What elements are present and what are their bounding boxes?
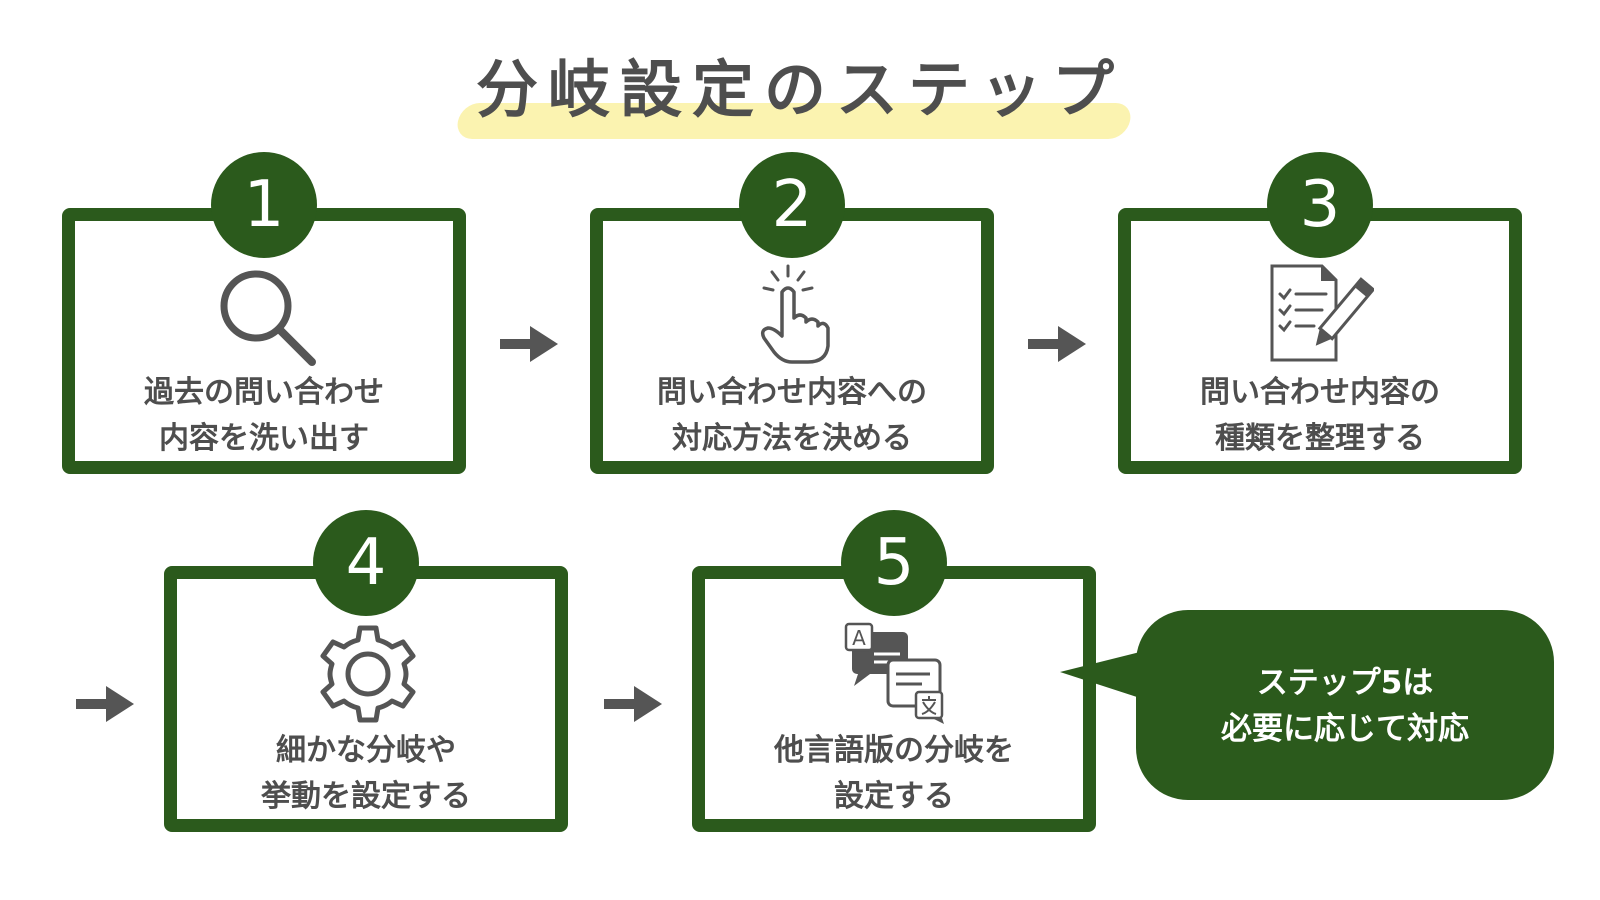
step-1-label-line-2: 内容を洗い出す [159, 421, 369, 456]
note-text: ステップ5は 必要に応じて対応 [1136, 660, 1554, 752]
step-1-label-line-1: 過去の問い合わせ [144, 375, 384, 410]
step-4-badge: 4 [313, 510, 419, 616]
step-3-label: 問い合わせ内容の 種類を整理する [1120, 370, 1520, 462]
step-5-label-line-1: 他言語版の分岐を [774, 733, 1014, 768]
step-2-badge: 2 [739, 152, 845, 258]
arrow-2-to-3 [1028, 326, 1086, 362]
step-2-label: 問い合わせ内容への 対応方法を決める [592, 370, 992, 462]
step-5-label: 他言語版の分岐を 設定する [694, 728, 1094, 820]
diagram-title: 分岐設定のステップ [475, 53, 1124, 126]
magnifier-icon [220, 270, 316, 366]
pointing-hand-icon [760, 264, 830, 364]
gear-icon [320, 625, 416, 723]
svg-text:A: A [852, 626, 866, 650]
step-3-label-line-2: 種類を整理する [1215, 421, 1425, 456]
note-line-2: 必要に応じて対応 [1221, 711, 1469, 747]
step-3-badge: 3 [1267, 152, 1373, 258]
step-4-label: 細かな分岐や 挙動を設定する [166, 728, 566, 820]
step-1-label: 過去の問い合わせ 内容を洗い出す [64, 370, 464, 462]
step-5-badge: 5 [841, 510, 947, 616]
step-4-label-line-1: 細かな分岐や [276, 733, 456, 768]
arrow-3-to-4 [76, 686, 134, 722]
step-5-label-line-2: 設定する [834, 779, 954, 814]
step-3-label-line-1: 問い合わせ内容の [1200, 375, 1440, 410]
arrow-1-to-2 [500, 326, 558, 362]
checklist-pen-icon [1270, 264, 1374, 362]
note-line-1: ステップ5は [1256, 665, 1434, 701]
translate-icon: A [844, 622, 944, 724]
note-bubble [1136, 610, 1554, 800]
step-4-label-line-2: 挙動を設定する [261, 779, 471, 814]
step-2-label-line-1: 問い合わせ内容への [657, 375, 927, 410]
note-bubble-tail [1060, 652, 1140, 698]
step-1-badge: 1 [211, 152, 317, 258]
step-2-label-line-2: 対応方法を決める [672, 421, 912, 456]
arrow-4-to-5 [604, 686, 662, 722]
